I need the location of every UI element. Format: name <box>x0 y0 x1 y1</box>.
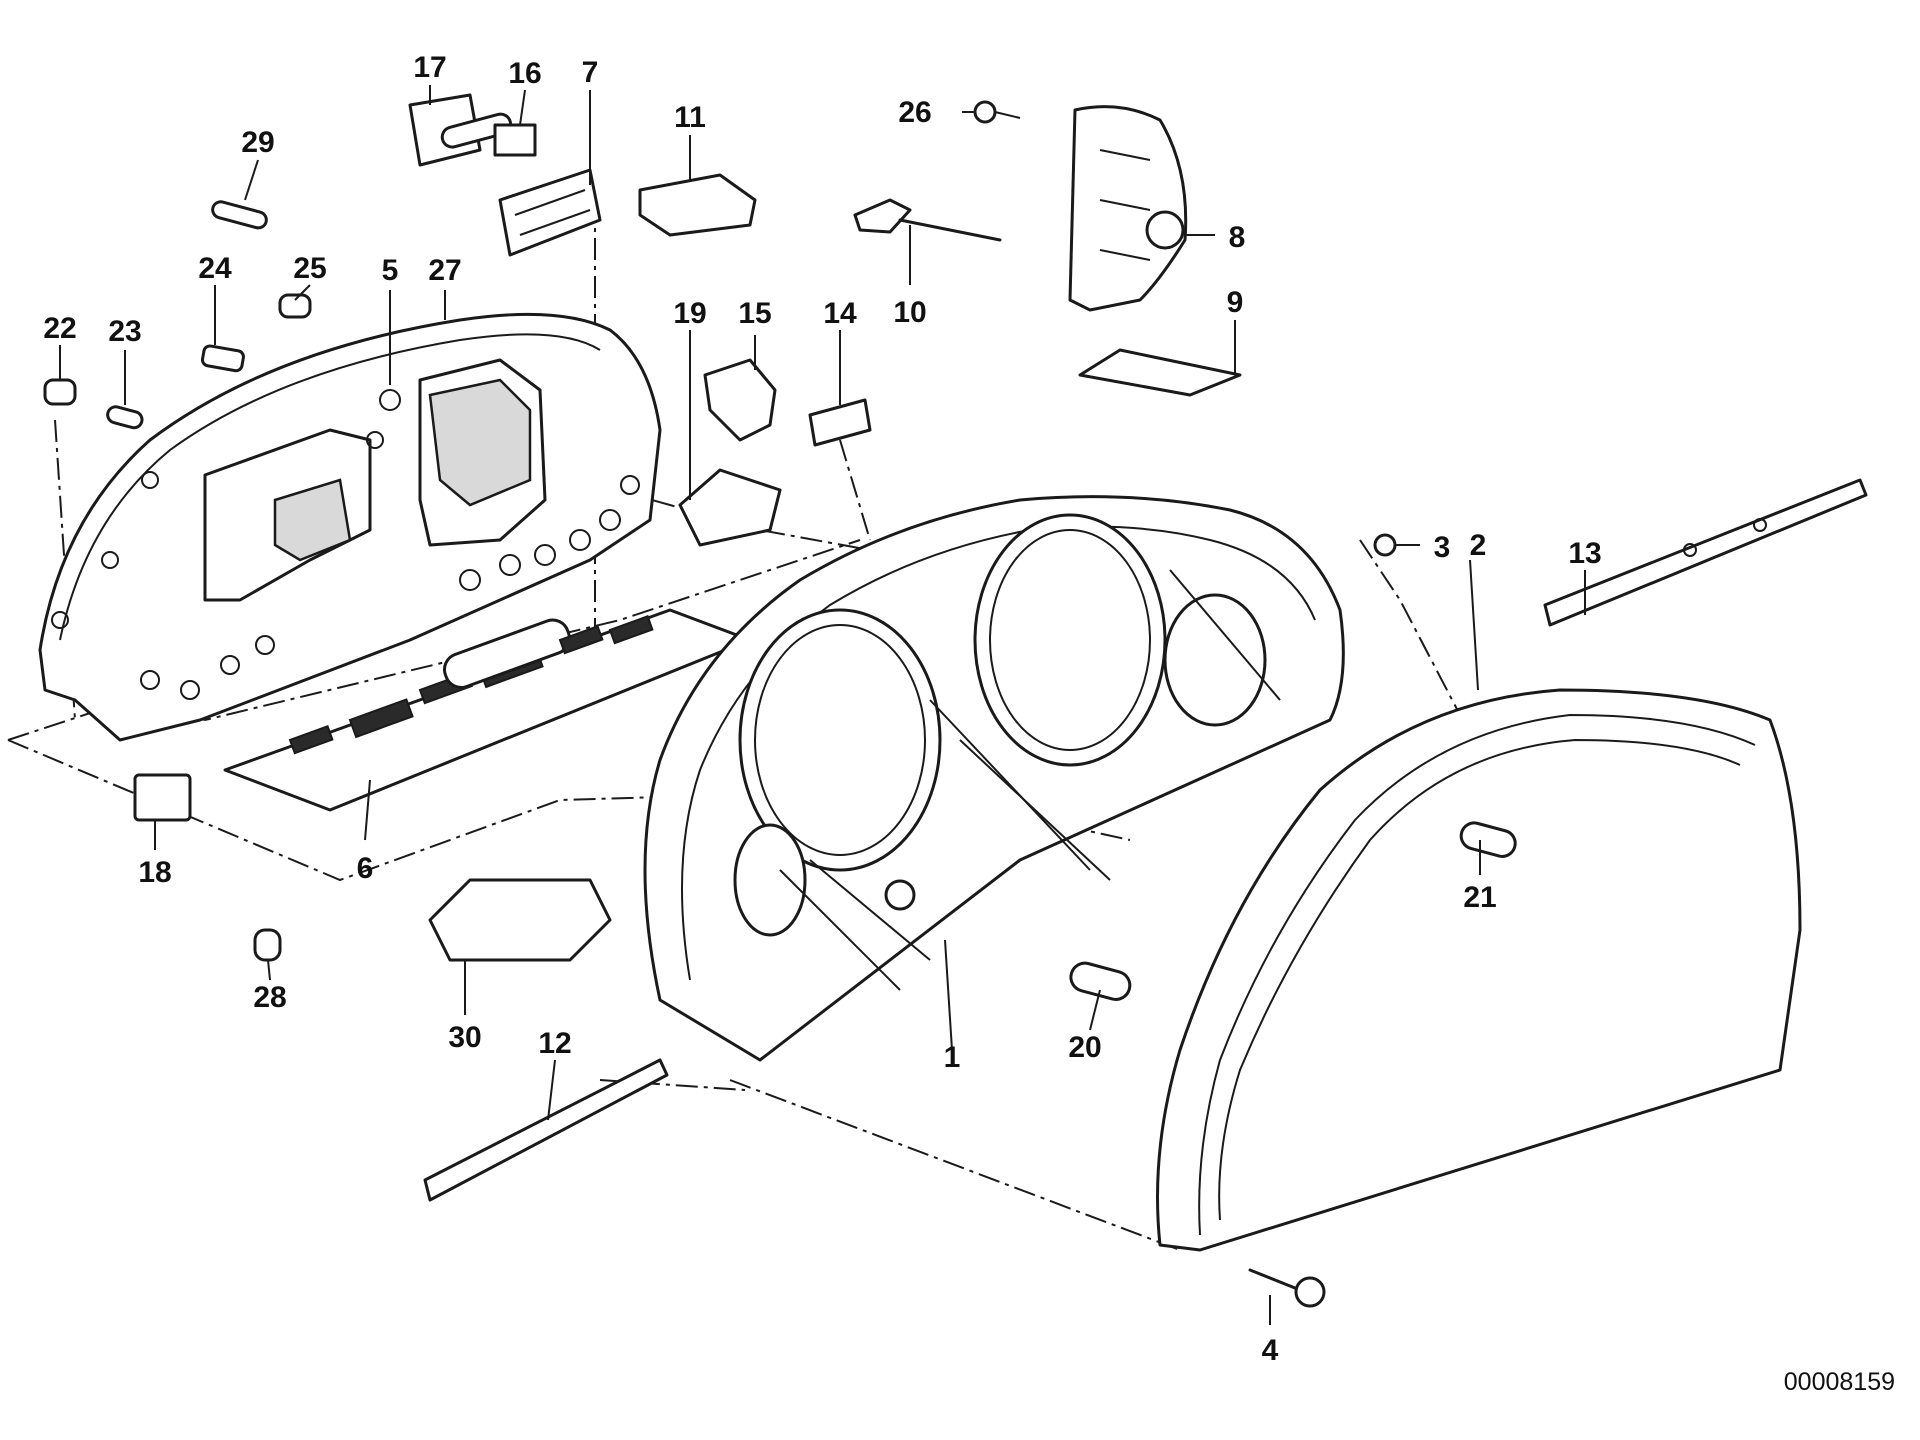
leader-lines <box>59 85 1586 1325</box>
callout-22: 22 <box>43 312 76 345</box>
rear-housing-27 <box>38 312 662 742</box>
bulb-29 <box>211 200 268 230</box>
callout-29: 29 <box>241 126 274 159</box>
callout-24: 24 <box>198 252 232 285</box>
switch-10 <box>853 198 1002 242</box>
screw-3 <box>1373 533 1397 557</box>
cap-16 <box>493 123 537 157</box>
small-parts <box>43 200 1517 1308</box>
board-9 <box>1078 348 1242 397</box>
callout-27: 27 <box>428 254 461 287</box>
callout-14: 14 <box>823 297 857 330</box>
callout-10: 10 <box>893 296 926 329</box>
callout-15: 15 <box>738 297 771 330</box>
callout-20: 20 <box>1068 1031 1101 1064</box>
callout-19: 19 <box>673 297 706 330</box>
bracket-15 <box>703 358 777 442</box>
callout-18: 18 <box>138 856 171 889</box>
bush-28 <box>253 928 282 962</box>
connector-11 <box>638 173 757 237</box>
callout-7: 7 <box>582 56 599 89</box>
bulb-23 <box>106 405 144 430</box>
screw-4 <box>1248 1268 1302 1292</box>
callout-21: 21 <box>1463 881 1496 914</box>
holder-19 <box>678 468 782 547</box>
scale-strip-12 <box>423 1058 669 1202</box>
front-cover-2 <box>1156 688 1802 1252</box>
socket-22 <box>43 378 77 406</box>
socket-25 <box>278 293 312 319</box>
socket-24 <box>200 344 245 373</box>
callout-5: 5 <box>382 254 399 287</box>
connector-7 <box>498 168 602 257</box>
document-id: 00008159 <box>1784 1368 1895 1396</box>
screw-26 <box>973 100 1021 124</box>
callout-labels: 1 2 3 4 5 6 7 8 9 10 11 12 13 14 15 16 1… <box>43 51 1601 1367</box>
callout-13: 13 <box>1568 537 1601 570</box>
scale-strip-13 <box>1543 478 1868 627</box>
callout-12: 12 <box>538 1027 571 1060</box>
callout-3: 3 <box>1434 531 1451 564</box>
indicator-14 <box>808 398 872 447</box>
main-housing-1 <box>643 495 1345 1062</box>
callout-17: 17 <box>413 51 446 84</box>
callout-4: 4 <box>1262 1334 1279 1367</box>
connector-30 <box>428 878 612 962</box>
pin-20 <box>1069 961 1132 1001</box>
callout-9: 9 <box>1227 286 1244 319</box>
callout-8: 8 <box>1229 221 1246 254</box>
pin-21 <box>1459 821 1517 858</box>
clip-17 <box>408 93 513 167</box>
callout-1: 1 <box>944 1041 961 1074</box>
callout-26: 26 <box>898 96 931 129</box>
callout-2: 2 <box>1470 529 1487 562</box>
callout-30: 30 <box>448 1021 481 1054</box>
callout-28: 28 <box>253 981 286 1014</box>
callout-23: 23 <box>108 315 141 348</box>
callout-16: 16 <box>508 57 541 90</box>
callout-11: 11 <box>674 101 706 134</box>
gauge-module-8 <box>1068 105 1188 312</box>
callout-25: 25 <box>293 252 326 285</box>
clip-18 <box>133 773 192 822</box>
callout-6: 6 <box>357 852 374 885</box>
